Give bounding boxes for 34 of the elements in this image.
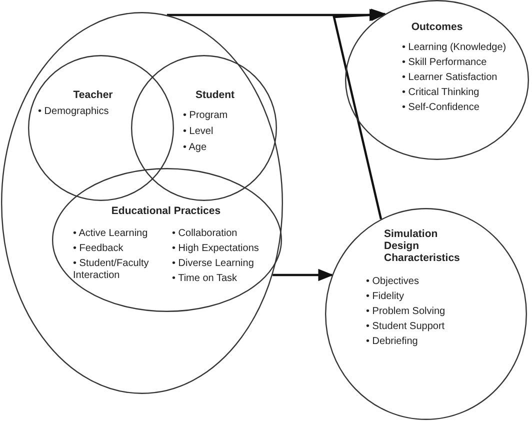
heading: Teacher xyxy=(73,89,113,101)
list-item: • Student/Faculty Interaction xyxy=(73,258,150,282)
list-item: • Time on Task xyxy=(172,273,238,285)
list-item: • Demographics xyxy=(38,106,109,118)
practices-ellipse xyxy=(52,168,282,312)
list-item: • Critical Thinking xyxy=(402,87,480,99)
arrow xyxy=(272,268,334,282)
list-item: • Diverse Learning xyxy=(172,258,254,270)
arrow xyxy=(332,8,387,220)
outer-ellipse xyxy=(1,12,283,394)
design-circle xyxy=(325,208,527,420)
list-item: • Program xyxy=(183,110,228,122)
heading: Outcomes xyxy=(411,21,463,33)
list-item: • Active Learning xyxy=(73,228,148,240)
heading: Student xyxy=(195,89,235,101)
list-item: • Skill Performance xyxy=(402,57,487,69)
list-item: • Fidelity xyxy=(366,291,404,303)
list-item: • Debriefing xyxy=(366,336,418,348)
list-item: • Collaboration xyxy=(172,228,238,240)
student-circle xyxy=(131,55,277,201)
list-item: • Learner Satisfaction xyxy=(402,72,498,84)
list-item: • Level xyxy=(183,126,214,138)
outcomes-circle xyxy=(345,0,529,160)
list-item: • Age xyxy=(183,142,207,154)
list-item: • Self-Confidence xyxy=(402,102,480,114)
list-item: • Feedback xyxy=(73,243,124,255)
list-item: • Student Support xyxy=(366,321,445,333)
list-item: • Problem Solving xyxy=(366,306,446,318)
list-item: • High Expectations xyxy=(172,243,259,255)
list-item: • Objectives xyxy=(366,276,419,288)
list-item: • Learning (Knowledge) xyxy=(402,42,506,54)
teacher-circle xyxy=(28,55,174,201)
heading: Simulation Design Characteristics xyxy=(384,228,461,264)
heading: Educational Practices xyxy=(111,205,221,217)
